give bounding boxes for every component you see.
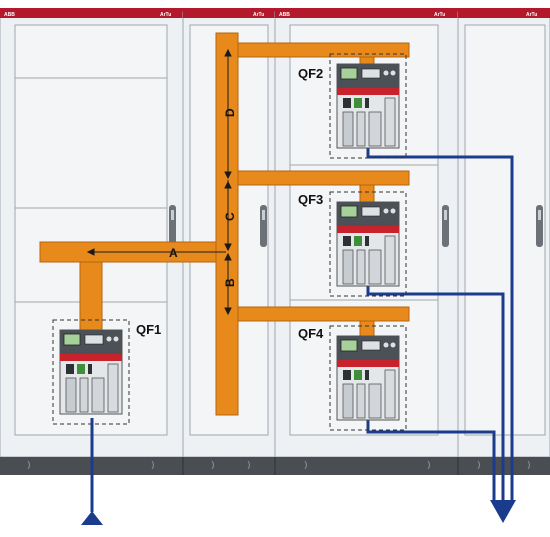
outgoing-cable-qf4	[366, 418, 496, 500]
main-vertical-busbar	[215, 32, 239, 416]
breaker-label-qf2: QF2	[298, 66, 323, 81]
breaker-body	[336, 201, 400, 287]
breaker-enclosure-outline	[329, 191, 407, 297]
breaker-enclosure-outline	[329, 53, 407, 159]
door-handle-icon[interactable]	[169, 205, 176, 247]
operating-lever[interactable]	[65, 377, 77, 413]
operating-lever[interactable]	[342, 249, 354, 285]
segment-label-c: C	[223, 212, 237, 221]
breaker-body	[336, 335, 400, 421]
close-button-icon[interactable]	[354, 236, 362, 246]
open-button-icon[interactable]	[343, 370, 351, 380]
breaker-label-qf1: QF1	[136, 322, 161, 337]
up-triangle-icon	[81, 511, 103, 525]
cables	[90, 148, 514, 512]
breaker-body	[59, 329, 123, 415]
breaker-qf4[interactable]	[329, 325, 407, 431]
busbar-system	[39, 32, 410, 416]
breaker-enclosure-outline	[329, 325, 407, 431]
segment-label-a: A	[169, 246, 178, 260]
close-button-icon[interactable]	[77, 364, 85, 374]
close-button-icon[interactable]	[354, 370, 362, 380]
breaker-qf1[interactable]	[52, 319, 130, 425]
trip-unit-display	[340, 67, 358, 80]
cabinet-2-model: ArTu	[253, 12, 264, 18]
close-button-icon[interactable]	[354, 98, 362, 108]
breaker-body	[336, 63, 400, 149]
breaker-label-qf4: QF4	[298, 326, 324, 341]
cabinet-1: ABB ArTu	[0, 8, 184, 458]
outgoing-cable-qf3	[366, 282, 505, 500]
cabinet-3-brand: ABB	[279, 12, 290, 18]
open-button-icon[interactable]	[66, 364, 74, 374]
operating-lever[interactable]	[342, 383, 354, 419]
cabinet-1-brand: ABB	[4, 12, 15, 18]
breaker-label-qf3: QF3	[298, 192, 323, 207]
busbar-branch-qf2	[237, 42, 410, 58]
down-triangle-icon	[490, 500, 516, 523]
open-button-icon[interactable]	[343, 236, 351, 246]
operating-lever[interactable]	[342, 111, 354, 147]
cabinet-4-model: ArTu	[526, 12, 537, 18]
breaker-enclosure-outline	[52, 319, 130, 425]
outgoing-cable-qf2	[366, 148, 514, 500]
dimension-arrows	[86, 48, 232, 316]
trip-unit-display	[340, 205, 358, 218]
trip-unit-display	[63, 333, 81, 346]
trip-unit-display	[340, 339, 358, 352]
cabinet-row: ABB ArTu ArTu ABB	[0, 8, 550, 475]
breaker-qf2[interactable]	[329, 53, 407, 159]
cabinet-3-model: ArTu	[434, 12, 445, 18]
segment-label-d: D	[223, 108, 237, 117]
breaker-qf3[interactable]	[329, 191, 407, 297]
plinth	[0, 457, 550, 475]
door-handle-icon[interactable]	[260, 205, 267, 247]
busbar-branch-qf3	[237, 170, 410, 186]
door-handle-icon[interactable]	[442, 205, 449, 247]
cabinet-1-model: ArTu	[160, 12, 171, 18]
door-handle-icon[interactable]	[536, 205, 543, 247]
open-button-icon[interactable]	[343, 98, 351, 108]
segment-label-b: B	[223, 278, 237, 287]
breakers	[52, 53, 407, 431]
busbar-branch-qf4	[237, 306, 410, 322]
